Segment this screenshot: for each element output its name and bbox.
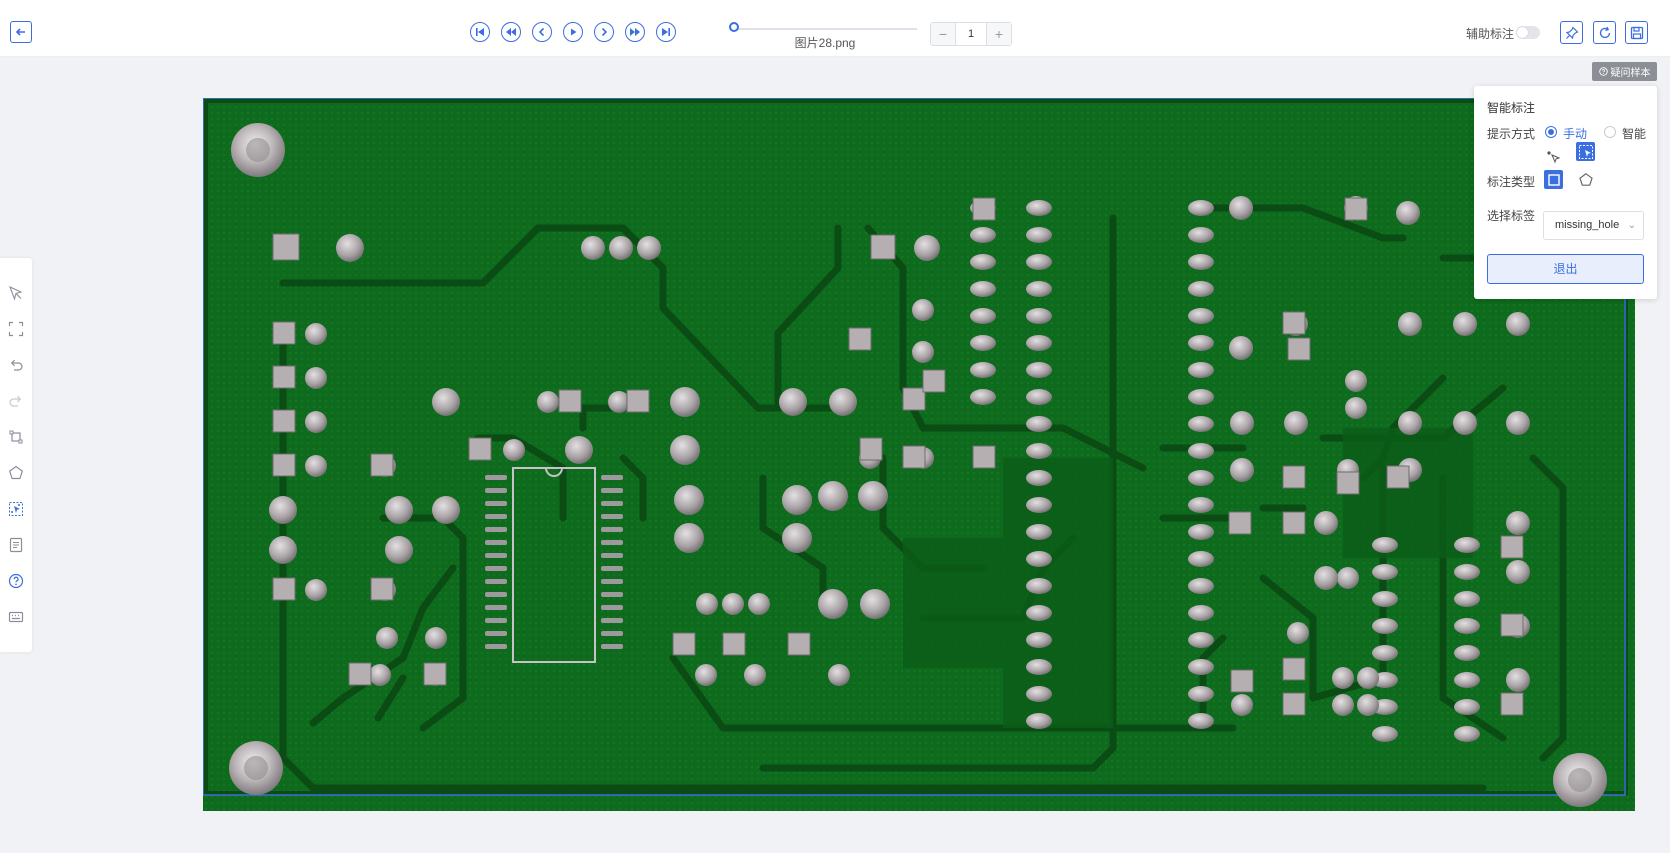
annotation-canvas-image[interactable] xyxy=(203,98,1635,811)
assist-annotate-toggle[interactable] xyxy=(1516,26,1540,39)
label-select[interactable]: missing_hole ⌄ xyxy=(1543,211,1644,240)
rewind-button[interactable] xyxy=(501,22,521,42)
keyboard-shortcuts-tool[interactable] xyxy=(7,608,25,626)
query-sample-button[interactable]: 疑问样本 xyxy=(1592,62,1657,81)
arrow-left-icon xyxy=(15,28,25,36)
select-icon xyxy=(9,285,23,301)
refresh-icon xyxy=(1599,26,1610,38)
square-pads xyxy=(272,197,1524,716)
smd-pins xyxy=(485,475,623,649)
page-decrement-button[interactable]: − xyxy=(931,23,955,45)
label-type-label: 标注类型 xyxy=(1487,175,1536,189)
header-pin-column-right xyxy=(1372,537,1480,742)
ic-chip-outline xyxy=(512,467,596,663)
prompt-manual-radio[interactable] xyxy=(1545,126,1557,138)
help-icon xyxy=(8,573,24,589)
select-label-label: 选择标签 xyxy=(1487,209,1536,223)
smart-annotate-tool[interactable] xyxy=(7,500,25,518)
question-icon xyxy=(1598,67,1608,76)
rectangle-type-button[interactable] xyxy=(1544,170,1563,189)
save-icon xyxy=(1630,26,1643,39)
save-button[interactable] xyxy=(1625,21,1648,44)
pin-icon xyxy=(1565,25,1579,39)
document-icon xyxy=(9,537,23,553)
exit-smart-annotation-button[interactable]: 退出 xyxy=(1487,254,1644,284)
fit-screen-icon xyxy=(8,321,24,337)
redo-icon xyxy=(9,395,22,407)
document-tool[interactable] xyxy=(7,536,25,554)
query-sample-label: 疑问样本 xyxy=(1610,68,1651,79)
play-icon xyxy=(571,28,577,36)
smart-annotation-panel: 智能标注 提示方式 手动 智能 标注类型 选择标签 missing_hole ⌄… xyxy=(1474,86,1657,299)
label-select-value: missing_hole xyxy=(1555,219,1620,231)
help-tool[interactable] xyxy=(7,572,25,590)
page-stepper: − 1 + xyxy=(930,22,1012,46)
fast-forward-button[interactable] xyxy=(625,22,645,42)
back-button[interactable] xyxy=(10,21,32,43)
next-icon xyxy=(601,27,608,37)
pcb-traces xyxy=(279,204,1567,792)
keyboard-icon xyxy=(8,611,24,623)
redo-tool[interactable] xyxy=(7,392,25,410)
polygon-tool[interactable] xyxy=(7,464,25,482)
first-icon xyxy=(476,28,484,36)
box-prompt-tool[interactable] xyxy=(1576,142,1595,161)
first-image-button[interactable] xyxy=(470,22,490,42)
rectangle-icon xyxy=(1547,173,1560,186)
undo-icon xyxy=(10,359,23,371)
crop-tool[interactable] xyxy=(7,428,25,446)
smart-annotate-icon xyxy=(9,502,23,516)
image-progress-track[interactable] xyxy=(735,28,917,30)
ground-fill-areas xyxy=(903,428,1473,728)
crop-icon xyxy=(9,430,23,444)
page-number-input[interactable]: 1 xyxy=(955,23,987,45)
play-button[interactable] xyxy=(563,22,583,42)
polygon-type-button[interactable] xyxy=(1576,170,1595,189)
page-increment-button[interactable]: + xyxy=(987,23,1011,45)
mounting-holes xyxy=(229,123,1607,807)
undo-tool[interactable] xyxy=(7,356,25,374)
image-progress-thumb[interactable] xyxy=(729,22,739,32)
point-cursor-icon xyxy=(1546,150,1560,163)
image-filename: 图片28.png xyxy=(794,36,856,50)
prompt-mode-label: 提示方式 xyxy=(1487,127,1536,141)
prompt-smart-radio[interactable] xyxy=(1604,126,1616,138)
prev-icon xyxy=(538,27,545,37)
left-toolbar xyxy=(0,258,32,652)
rewind-icon xyxy=(506,28,516,36)
prompt-manual-label[interactable]: 手动 xyxy=(1563,127,1588,141)
top-toolbar: 图片28.png − 1 + 辅助标注 xyxy=(0,0,1670,57)
polygon-icon xyxy=(8,465,24,480)
fit-screen-tool[interactable] xyxy=(7,320,25,338)
chevron-down-icon: ⌄ xyxy=(1627,220,1636,231)
next-image-button[interactable] xyxy=(594,22,614,42)
assist-annotate-label: 辅助标注 xyxy=(1466,27,1515,41)
header-pin-column-left xyxy=(970,200,1052,729)
refresh-button[interactable] xyxy=(1593,21,1616,44)
pin-button[interactable] xyxy=(1560,21,1583,44)
panel-title: 智能标注 xyxy=(1487,101,1536,115)
polygon-icon xyxy=(1578,172,1593,186)
box-cursor-icon xyxy=(1578,144,1593,159)
point-prompt-tool[interactable] xyxy=(1544,148,1563,167)
through-hole-pads xyxy=(269,196,1530,716)
select-tool[interactable] xyxy=(7,284,25,302)
last-icon xyxy=(662,28,670,36)
fast-forward-icon xyxy=(630,28,640,36)
last-image-button[interactable] xyxy=(656,22,676,42)
header-pin-column-middle xyxy=(1188,200,1214,729)
prev-image-button[interactable] xyxy=(532,22,552,42)
prompt-smart-label[interactable]: 智能 xyxy=(1622,127,1647,141)
